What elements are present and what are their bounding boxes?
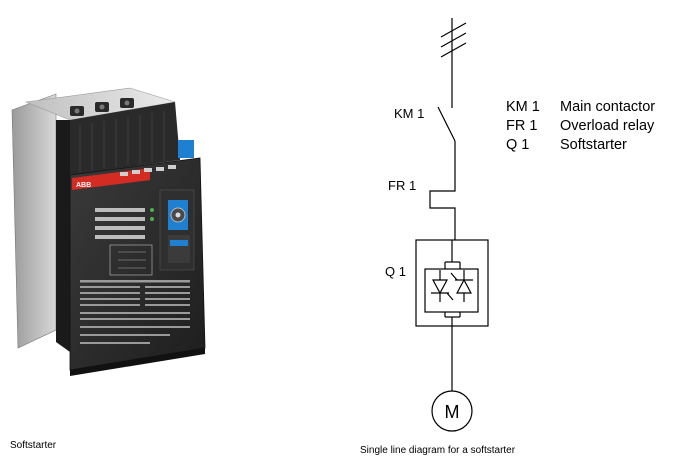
softstarter-photo: ABB	[0, 80, 230, 380]
km1-label: KM 1	[394, 106, 425, 121]
product-caption: Softstarter	[10, 440, 57, 451]
legend-code: KM 1	[506, 99, 540, 115]
fr1-thermal-element	[429, 183, 456, 240]
three-phase-tick-2	[440, 32, 467, 48]
legend-description: Softstarter	[560, 137, 627, 153]
thyristor-pair-icon	[431, 270, 473, 302]
legend-code: Q 1	[506, 137, 530, 153]
three-phase-tick-3	[440, 42, 467, 58]
q1-label: Q 1	[385, 264, 406, 279]
q1-thyristor-frame	[424, 268, 479, 313]
fr1-label: FR 1	[388, 178, 417, 193]
legend-code: FR 1	[506, 118, 538, 134]
legend-description: Main contactor	[560, 99, 656, 115]
km1-contact-blade	[437, 106, 456, 142]
legend-description: Overload relay	[560, 118, 655, 134]
three-phase-tick-1	[440, 22, 467, 38]
svg-text:ABB: ABB	[76, 182, 91, 189]
diagram-caption: Single line diagram for a softstarter	[360, 445, 516, 456]
motor-label: M	[445, 402, 460, 422]
motor-symbol	[431, 390, 473, 432]
